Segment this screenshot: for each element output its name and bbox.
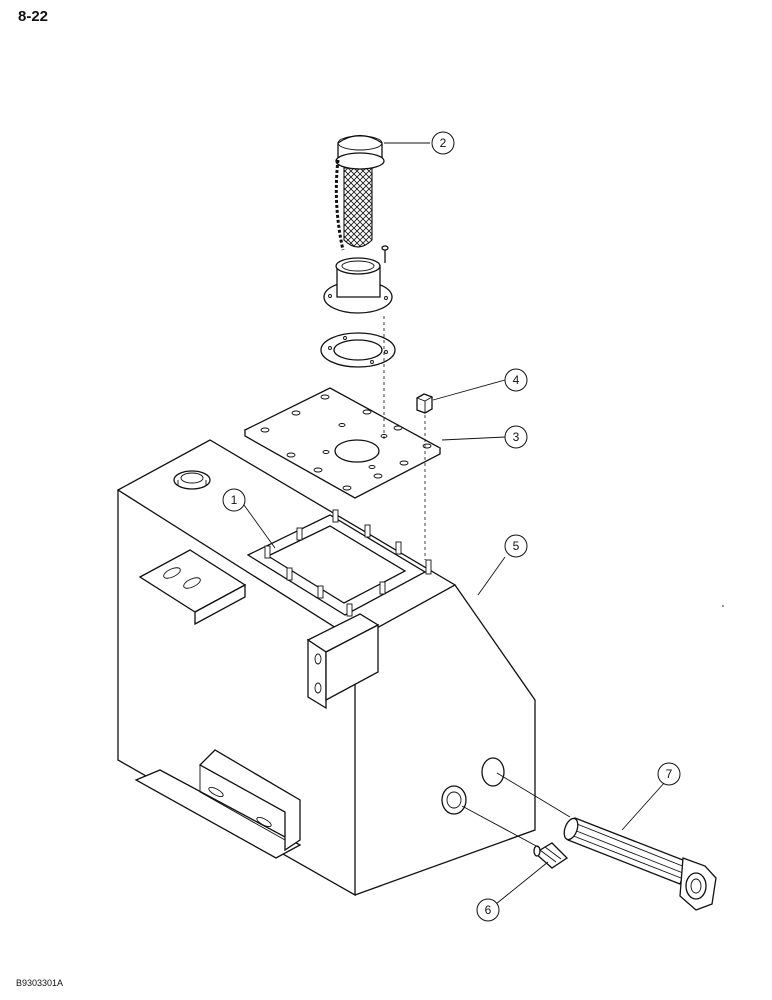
speck-mark xyxy=(722,605,724,607)
callout-6: 6 xyxy=(476,898,500,922)
callout-4: 4 xyxy=(504,368,528,392)
svg-text:7: 7 xyxy=(666,767,673,781)
callout-1: 1 xyxy=(222,488,246,512)
hex-nut xyxy=(416,393,433,414)
svg-text:3: 3 xyxy=(513,430,520,444)
cover-plate xyxy=(243,387,442,499)
page-number: 8-22 xyxy=(18,8,49,25)
callout-2: 2 xyxy=(431,131,455,155)
tank-top-gasket-frame xyxy=(246,509,432,617)
mounting-bracket-side xyxy=(306,613,380,710)
mounting-bracket-bottom xyxy=(134,749,302,859)
svg-text:2: 2 xyxy=(440,136,447,150)
filler-cap-strainer xyxy=(334,134,385,251)
filler-gasket xyxy=(320,332,396,368)
mounting-bracket-upper-left xyxy=(138,549,247,626)
figure-code: B9303301A xyxy=(16,978,64,988)
leader-lines xyxy=(243,142,666,905)
assembly-lines xyxy=(383,316,571,849)
drain-plug xyxy=(533,842,569,869)
svg-text:6: 6 xyxy=(485,903,492,917)
callout-3: 3 xyxy=(504,425,528,449)
svg-text:5: 5 xyxy=(513,539,520,553)
svg-text:4: 4 xyxy=(513,373,520,387)
suction-strainer xyxy=(563,817,717,911)
callout-7: 7 xyxy=(657,762,681,786)
filler-neck xyxy=(323,245,393,314)
svg-text:1: 1 xyxy=(231,493,238,507)
callout-5: 5 xyxy=(504,534,528,558)
